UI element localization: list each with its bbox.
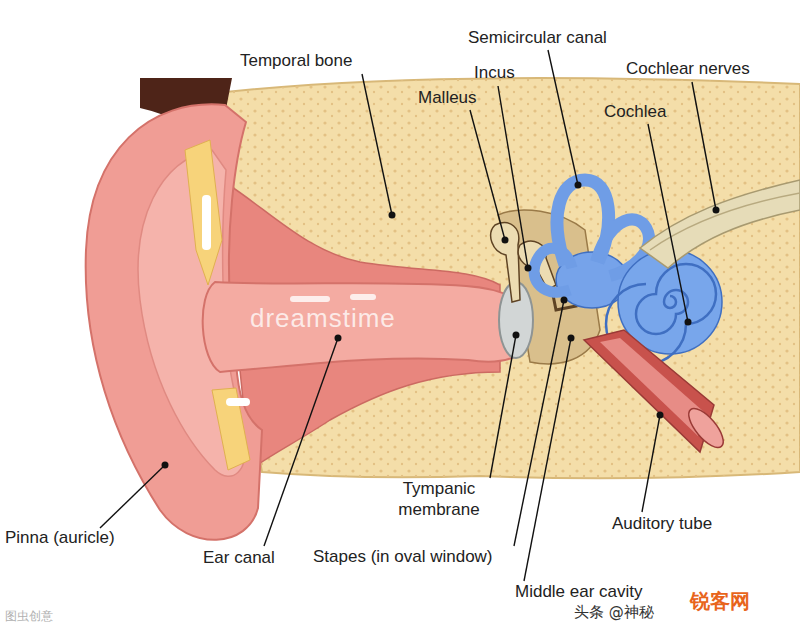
- leader-lines: [100, 50, 716, 581]
- tube-end: [683, 403, 729, 453]
- part-label: Semicircular canal: [468, 27, 607, 48]
- part-label: Incus: [474, 62, 515, 83]
- part-label: Pinna (auricle): [5, 527, 115, 548]
- leader-dot: [568, 335, 575, 342]
- leader-dot: [685, 319, 692, 326]
- leader-dot: [502, 237, 509, 244]
- part-label: Malleus: [418, 87, 477, 108]
- part-label: Auditory tube: [612, 513, 712, 534]
- part-label: Cochlear nerves: [626, 58, 750, 79]
- nerve-fibre: [650, 193, 800, 250]
- cartilage-strip: [202, 195, 211, 250]
- leader-line: [548, 50, 578, 185]
- cartilage: [212, 388, 250, 470]
- leader-line: [524, 338, 571, 581]
- leader-line: [362, 74, 392, 215]
- watermark: 图虫创意: [5, 606, 53, 627]
- leader-dot: [713, 207, 720, 214]
- watermark: 锐客网: [690, 591, 750, 612]
- ear-canal: [203, 282, 532, 372]
- leader-dots: [162, 182, 720, 469]
- leader-line: [692, 82, 716, 210]
- leader-dot: [513, 332, 520, 339]
- part-label: Ear canal: [203, 547, 275, 568]
- leader-line: [100, 465, 165, 528]
- cartilage-strip: [226, 398, 250, 406]
- cartilage: [185, 140, 222, 285]
- watermark: 头条 @神秘: [574, 602, 654, 623]
- canal-highlight: [290, 296, 330, 302]
- leader-dot: [657, 412, 664, 419]
- leader-line: [642, 415, 660, 512]
- leader-line: [264, 338, 338, 546]
- temporal-bone: [200, 78, 800, 478]
- cochlear-nerves: [640, 180, 800, 268]
- watermark: dreamstime: [250, 308, 396, 329]
- leader-dot: [575, 182, 582, 189]
- leader-dot: [389, 212, 396, 219]
- auditory-tube: [584, 330, 714, 452]
- leader-line: [514, 300, 564, 546]
- part-label: Temporal bone: [240, 50, 352, 71]
- part-label: Cochlea: [604, 101, 666, 122]
- part-label: Middle ear cavity: [515, 581, 643, 602]
- bone-texture: [200, 78, 800, 478]
- tube-lumen: [600, 338, 704, 436]
- leader-dot: [335, 335, 342, 342]
- semicircular-canal: [534, 248, 572, 292]
- leader-line: [490, 335, 516, 478]
- leader-dot: [525, 265, 532, 272]
- leader-line: [470, 110, 505, 240]
- leader-dot: [561, 297, 568, 304]
- canal-highlight: [350, 294, 376, 300]
- leader-line: [498, 86, 528, 268]
- leader-line: [648, 124, 688, 322]
- malleus: [491, 223, 520, 302]
- leader-dot: [162, 462, 169, 469]
- part-label: Stapes (in oval window): [313, 546, 493, 567]
- part-label: Tympanic membrane: [374, 478, 504, 520]
